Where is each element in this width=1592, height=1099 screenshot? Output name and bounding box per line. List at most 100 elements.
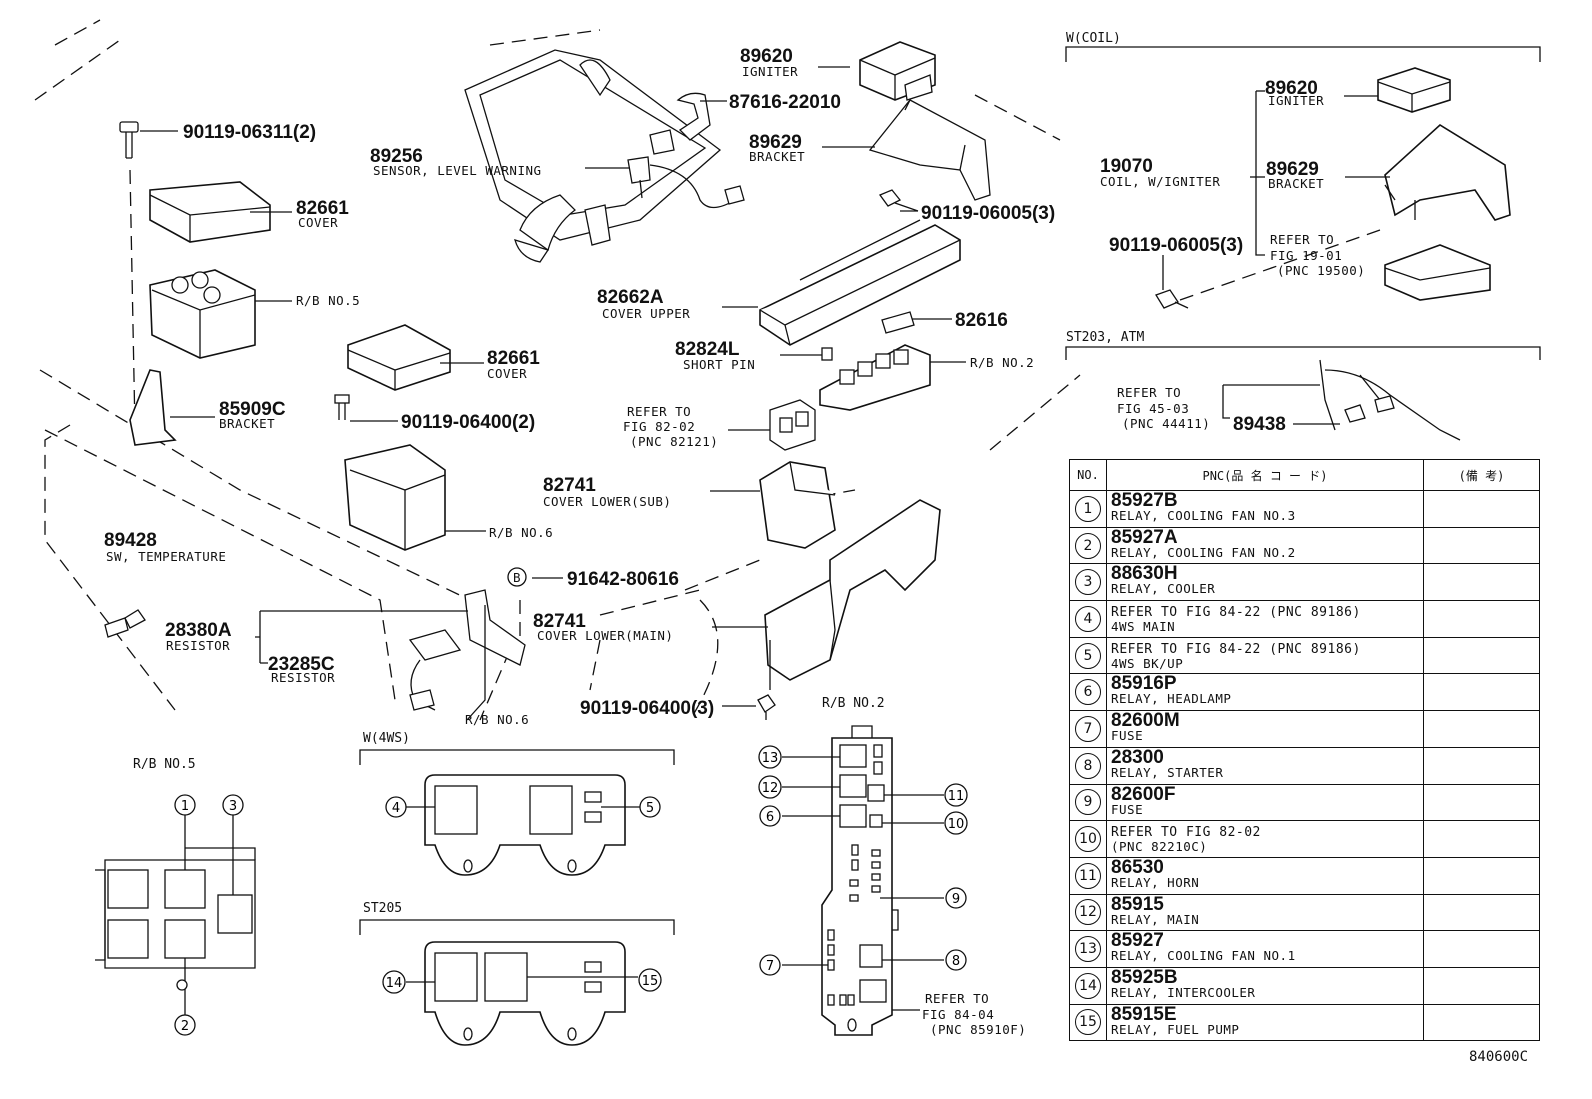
bolt-90119-06400-3-part xyxy=(757,694,776,720)
row-number-cell: 10 xyxy=(1069,820,1107,858)
ref-45-03-line2: FIG 45-03 xyxy=(1117,401,1189,416)
row-number-cell: 4 xyxy=(1069,600,1107,638)
table-header-row: NO. PNC(品 名 コ ー ド) (備 考) xyxy=(1069,459,1540,491)
rb2-num-12: 12 xyxy=(762,781,779,796)
row-number: 13 xyxy=(1075,936,1101,963)
row-pnc: 85927A xyxy=(1111,526,1178,548)
coil-89620-desc: IGNITER xyxy=(1268,93,1324,108)
section-brackets xyxy=(359,46,1541,935)
rb5-num-3: 3 xyxy=(229,799,237,814)
row-number: 2 xyxy=(1075,532,1101,559)
ref-82-02-line3: (PNC 82121) xyxy=(630,434,718,449)
row-number-cell: 1 xyxy=(1069,490,1107,528)
row-remarks xyxy=(1423,966,1540,1005)
row-number: 7 xyxy=(1075,715,1101,742)
callout-82661a-desc: COVER xyxy=(298,215,338,230)
row-number-cell: 6 xyxy=(1069,673,1107,712)
callout-89256-desc: SENSOR, LEVEL WARNING xyxy=(373,163,542,178)
coil-89629-pn: 89629 xyxy=(1266,159,1319,180)
cover-82661-a-part xyxy=(149,181,271,243)
row-number: 8 xyxy=(1075,752,1101,779)
bolt-90119-06005-part xyxy=(878,189,919,212)
ref-82-02-line1: REFER TO xyxy=(627,404,691,419)
callout-85909c-pn: 85909C xyxy=(219,399,286,420)
relays-82-02-part xyxy=(769,399,816,451)
row-number-cell: 8 xyxy=(1069,746,1107,785)
coil-90119-pn: 90119-06005(3) xyxy=(1109,235,1243,256)
rb2-num-11: 11 xyxy=(948,789,965,804)
w4ws-detail xyxy=(406,774,640,876)
callout-82662a-pn: 82662A xyxy=(597,287,664,308)
row-pnc: 28300 xyxy=(1111,746,1164,768)
st205-num-15: 15 xyxy=(642,974,659,989)
row-number-cell: 9 xyxy=(1069,783,1107,822)
section-rb5-detail: R/B NO.5 xyxy=(133,757,196,772)
temperature-switch-part xyxy=(104,609,146,638)
short-pin-part xyxy=(821,347,833,361)
row-reference: REFER TO FIG 84-22 (PNC 89186) xyxy=(1111,605,1361,621)
row-remarks xyxy=(1423,490,1540,528)
callout-28380a-desc: RESISTOR xyxy=(166,638,230,653)
row-number: 1 xyxy=(1075,495,1101,522)
callout-89438-pn: 89438 xyxy=(1233,414,1286,435)
coil-bracket-part xyxy=(1384,124,1511,221)
coil-igniter-part xyxy=(1377,67,1451,113)
igniter-part-top xyxy=(859,41,936,101)
w4ws-num-4: 4 xyxy=(392,801,400,816)
leader-lines xyxy=(140,66,1390,1011)
callout-90119-06005-pn: 90119-06005(3) xyxy=(921,203,1055,224)
rb2-detail xyxy=(782,725,944,1036)
callout-rb6a-desc: R/B NO.6 xyxy=(489,525,553,540)
row-remarks xyxy=(1423,710,1540,748)
ref-19-01-line3: (PNC 19500) xyxy=(1277,263,1365,278)
callout-85909c-desc: BRACKET xyxy=(219,416,275,431)
callout-82824l-desc: SHORT PIN xyxy=(683,357,755,372)
resistor-23285c-part xyxy=(408,629,462,711)
relay-block-2-part xyxy=(819,344,931,411)
row-number-cell: 2 xyxy=(1069,526,1107,565)
row-number-cell: 7 xyxy=(1069,710,1107,748)
row-number: 15 xyxy=(1075,1009,1101,1036)
row-description: RELAY, INTERCOOLER xyxy=(1111,984,1256,1000)
row-number: 9 xyxy=(1075,789,1101,816)
ref-84-04-line3: (PNC 85910F) xyxy=(930,1022,1026,1037)
callout-90119-06400-3-pn: 90119-06400(3) xyxy=(580,698,714,719)
callout-89428-pn: 89428 xyxy=(104,530,157,551)
row-number: 11 xyxy=(1075,862,1101,889)
row-remarks xyxy=(1423,746,1540,785)
rb2-num-8: 8 xyxy=(952,954,960,969)
cover-lower-sub-part xyxy=(759,461,836,549)
row-pnc-cell: REFER TO FIG 84-22 (PNC 89186)4WS MAIN xyxy=(1106,600,1424,638)
rb2-num-6: 6 xyxy=(766,810,774,825)
row-description: RELAY, HORN xyxy=(1111,874,1200,890)
bolt-90119-06400-2-part xyxy=(334,394,350,420)
ref-84-04-line1: REFER TO xyxy=(925,991,989,1006)
sensor-level-warning-part xyxy=(627,156,745,209)
relay-block-6-part xyxy=(344,444,446,551)
row-remarks xyxy=(1423,636,1540,675)
row-description: FUSE xyxy=(1111,801,1144,817)
header-remarks: (備 考) xyxy=(1423,459,1540,491)
coil-19070-desc: COIL, W/IGNITER xyxy=(1100,174,1220,189)
row-description: RELAY, COOLING FAN NO.1 xyxy=(1111,948,1296,964)
callout-87616-pn: 87616-22010 xyxy=(729,92,841,113)
callout-89620-pn: 89620 xyxy=(740,46,793,67)
ref-82-02-line2: FIG 82-02 xyxy=(623,419,695,434)
callout-82662a-desc: COVER UPPER xyxy=(602,306,690,321)
rb5-num-1: 1 xyxy=(181,799,189,814)
bracket-89629-part xyxy=(868,99,991,201)
